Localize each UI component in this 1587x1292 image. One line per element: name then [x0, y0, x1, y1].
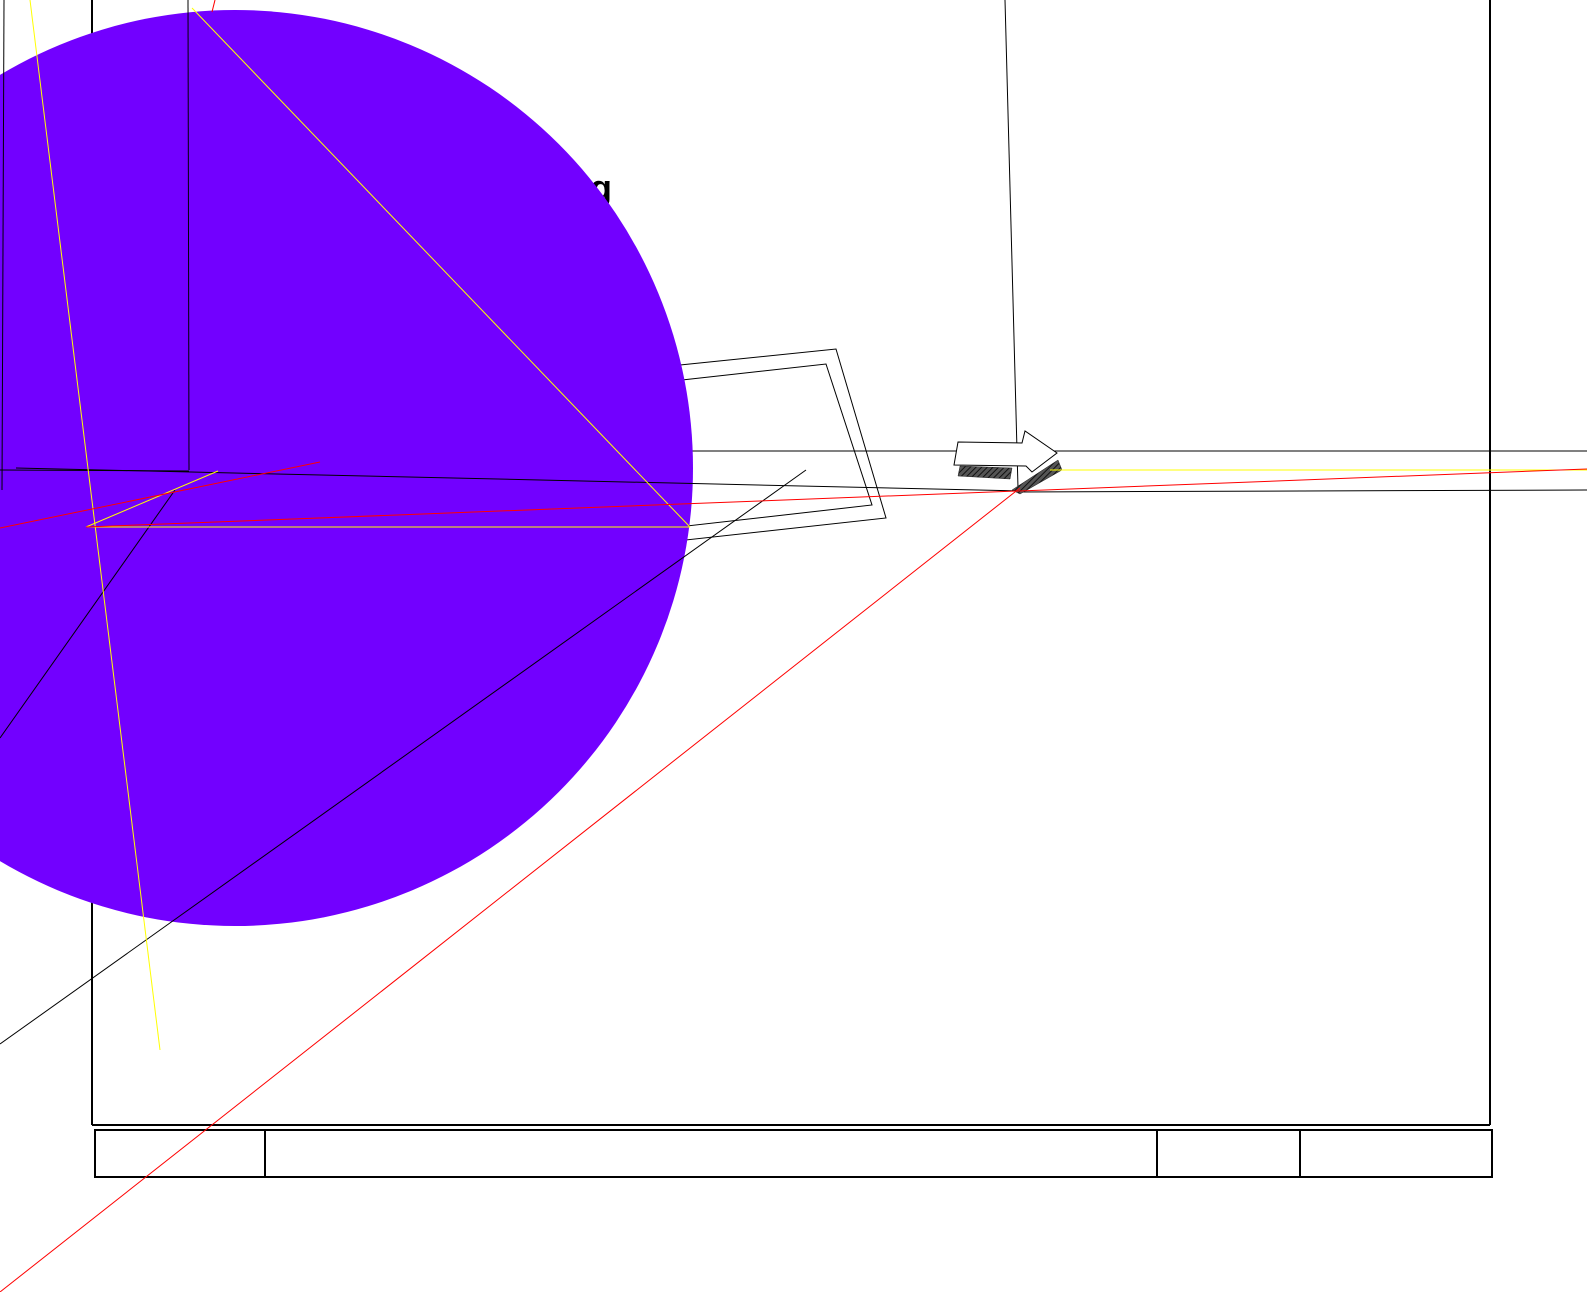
construction-lines [0, 0, 1021, 1045]
horizontal-guide-lines [685, 450, 1587, 493]
arrow-right-icon [953, 430, 1063, 495]
purple-disc [0, 10, 693, 926]
title-block [94, 1129, 1493, 1178]
yellow-rays [29, 0, 1587, 1051]
vertical-guide-line [1004, 0, 1019, 489]
tilted-frame [679, 348, 887, 541]
